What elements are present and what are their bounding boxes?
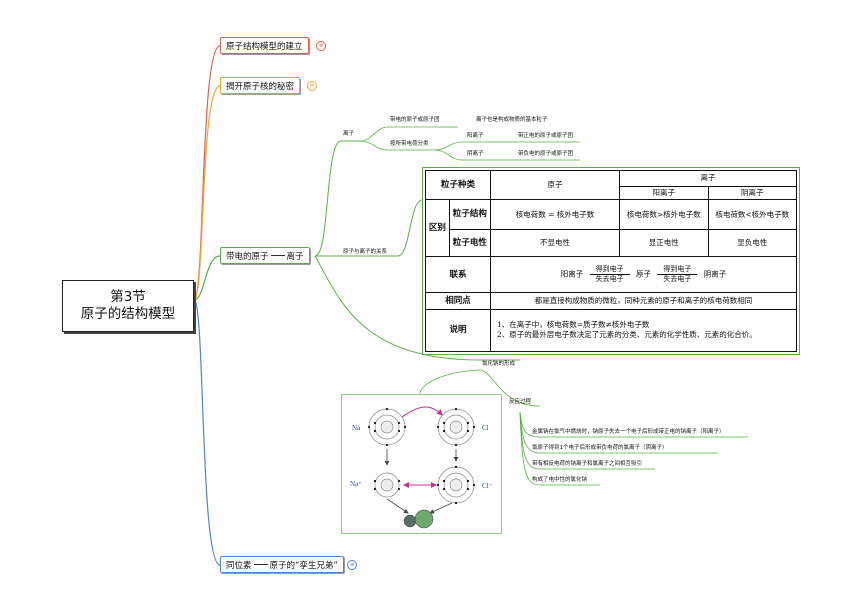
label-na: Na <box>352 424 361 432</box>
label-structure: 粒子结构 <box>448 199 492 230</box>
header-particle-type: 粒子种类 <box>425 169 491 201</box>
reversible-arrow: 得到电子 失去电子 <box>589 265 630 284</box>
link-process-s4 <box>519 411 600 486</box>
label-link: 联系 <box>425 256 491 294</box>
link-b3-nacl <box>314 255 520 361</box>
cell-link: 阳离子 得到电子 失去电子 原子 得到电子 失去电子 阴离子 <box>490 256 797 294</box>
step-4[interactable]: 构成了电中性的氯化钠 <box>532 477 588 483</box>
link-root-b1 <box>193 45 221 301</box>
link-nacl-process <box>479 369 541 407</box>
header-ion: 离子 <box>619 170 797 187</box>
cell-cation-charge: 显正电性 <box>619 228 709 258</box>
cell-anion-charge: 显负电性 <box>707 228 797 258</box>
cl-atom <box>437 408 475 446</box>
arrow-lose-label: 失去电子 <box>595 275 624 284</box>
topic-relation[interactable]: 原子与离子的关系 <box>343 249 388 255</box>
step-3[interactable]: 带有相反电荷的钠离子和氯离子之间相互吸引 <box>532 461 643 467</box>
link-classify-cation <box>434 141 580 151</box>
link-atom: 原子 <box>636 269 651 279</box>
branch-charged-atom[interactable]: 带电的原子 离子 <box>220 247 310 264</box>
arrow-line <box>657 274 698 276</box>
nacl-formation-image: Na Cl Na⁺ Cl⁻ <box>341 394 502 534</box>
header-atom: 原子 <box>490 169 620 201</box>
link-relation-table <box>397 199 423 257</box>
link-root-b4 <box>193 299 221 566</box>
reversible-arrow: 得到电子 失去电子 <box>657 265 698 284</box>
link-b3-ion <box>314 140 360 257</box>
step-2[interactable]: 氯原子得到1个电子后形成带负电荷的氯离子（阴离子） <box>532 445 668 451</box>
cell-anion-structure: 核电荷数<核外电子数 <box>707 199 797 230</box>
branch-label-left: 同位素 <box>226 560 252 571</box>
label-cl: Cl <box>482 424 489 432</box>
collapse-icon[interactable]: ⊕ <box>307 81 317 91</box>
topic-charged-atom-group[interactable]: 带电的原子或原子团 <box>390 117 440 123</box>
cell-cation-structure: 核电荷数>核外电子数 <box>619 199 709 230</box>
branch-isotope[interactable]: 同位素 原子的“孪生兄弟” <box>220 556 344 573</box>
link-root-b3 <box>193 255 221 301</box>
na-ion <box>374 472 400 498</box>
root-line2: 原子的结构模型 <box>80 306 176 322</box>
topic-anion-desc[interactable]: 带负电的原子或原子团 <box>518 151 574 157</box>
root-node[interactable]: 第3节 原子的结构模型 <box>62 280 194 332</box>
collapse-icon[interactable]: ⊕ <box>316 41 326 51</box>
arrow-line <box>589 274 630 276</box>
branch-nucleus-secret[interactable]: 揭开原子核的秘密 <box>220 77 301 94</box>
label-note: 说明 <box>425 308 491 353</box>
topic-cation-desc[interactable]: 带正电的原子或原子团 <box>518 133 574 139</box>
arrow-gain-label: 得到电子 <box>663 265 692 274</box>
cell-atom-structure: 核电荷数 = 核外电子数 <box>490 199 620 230</box>
dash-separator <box>253 564 268 565</box>
na-sphere <box>403 514 417 528</box>
note-line2: 2、原子的最外层电子数决定了元素的分类、元素的化学性质、元素的化合价。 <box>497 330 757 340</box>
electron-transfer-arrow <box>401 406 443 418</box>
arrow-to-nacl-right <box>429 502 453 514</box>
cl-sphere <box>414 509 434 529</box>
na-atom <box>368 408 406 446</box>
arrow-to-nacl-left <box>386 498 409 514</box>
link-classify-anion <box>434 149 580 161</box>
topic-cation[interactable]: 阳离子 <box>467 133 484 139</box>
branch-label-right: 原子的“孪生兄弟” <box>269 560 338 571</box>
topic-charged-desc[interactable]: 离子也是构成物质的基本粒子 <box>476 117 548 123</box>
link-nacl-image <box>419 369 481 395</box>
cl-ion <box>437 466 475 504</box>
label-charge: 粒子电性 <box>448 228 492 258</box>
topic-nacl-formation[interactable]: 氯化钠的形成 <box>482 361 516 367</box>
link-cation: 阳离子 <box>560 269 584 279</box>
note-line1: 1、在离子中，核电荷数=质子数≠核外电子数 <box>497 320 650 330</box>
branch-label: 揭开原子核的秘密 <box>226 81 295 92</box>
collapse-icon[interactable]: ⊕ <box>347 560 357 570</box>
branch-model-history[interactable]: 原子结构模型的建立 <box>220 37 309 54</box>
cell-same: 都是直接构成物质的微粒，同种元素的原子和离子的核电荷数相同 <box>490 292 797 310</box>
label-cl-ion: Cl⁻ <box>482 482 493 490</box>
label-na-ion: Na⁺ <box>350 480 362 488</box>
link-anion: 阴离子 <box>703 269 727 279</box>
topic-reaction-process[interactable]: 反应过程 <box>509 399 532 405</box>
header-cation: 阳离子 <box>619 185 709 201</box>
arrow-gain-label: 得到电子 <box>595 265 624 274</box>
link-ion-classify <box>359 140 435 151</box>
nacl-illustration: Na Cl Na⁺ Cl⁻ <box>350 406 493 529</box>
link-ion-charged <box>359 126 458 142</box>
topic-classify[interactable]: 按所带电荷分类 <box>390 141 429 147</box>
branch-label: 原子结构模型的建立 <box>226 41 303 52</box>
root-line1: 第3节 <box>110 289 146 305</box>
step-1[interactable]: 金属钠在氯气中燃烧时，钠原子失去一个电子后形成带正电的钠离子（阳离子） <box>532 429 725 435</box>
topic-ion[interactable]: 离子 <box>343 131 355 137</box>
branch-label-right: 离子 <box>286 251 304 262</box>
label-diff: 区别 <box>425 199 450 258</box>
electrons <box>367 407 476 505</box>
arrow-lose-label: 失去电子 <box>663 275 692 284</box>
topic-anion[interactable]: 阴离子 <box>467 151 484 157</box>
label-same: 相同点 <box>425 292 491 310</box>
header-anion: 阴离子 <box>707 185 797 201</box>
link-root-b2 <box>193 85 221 301</box>
cell-atom-charge: 不显电性 <box>490 228 620 258</box>
dash-separator <box>270 255 285 256</box>
cell-note: 1、在离子中，核电荷数=质子数≠核外电子数 2、原子的最外层电子数决定了元素的分… <box>490 308 797 353</box>
comparison-table: 粒子种类 原子 离子 阳离子 阴离子 区别 粒子结构 核电荷数 = 核外电子数 … <box>422 167 800 355</box>
branch-label-left: 带电的原子 <box>226 251 269 262</box>
